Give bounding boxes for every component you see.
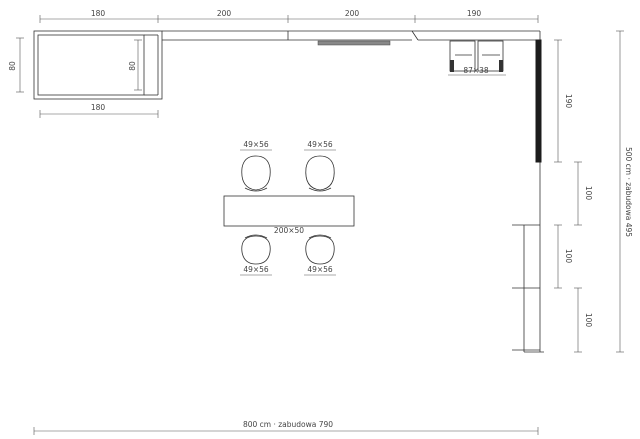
dim-chair-top-right: 49×56 bbox=[307, 140, 333, 149]
top-counter bbox=[162, 30, 540, 41]
dim-chair-bottom-left: 49×56 bbox=[243, 265, 269, 274]
sink bbox=[449, 40, 504, 72]
dim-right-lower-a: 100 bbox=[564, 249, 573, 264]
chair-bottom-left bbox=[241, 234, 271, 265]
dim-right-lower-b: 100 bbox=[584, 313, 593, 328]
cooktop bbox=[317, 40, 391, 46]
dim-total-width: 800 cm · zabudowa 790 bbox=[243, 420, 333, 429]
dim-chair-top-left: 49×56 bbox=[243, 140, 269, 149]
dim-island-depth-left: 80 bbox=[8, 61, 17, 71]
top-dimension-line bbox=[39, 15, 539, 23]
dim-right-mid: 100 bbox=[584, 186, 593, 201]
dim-top-4: 190 bbox=[467, 9, 482, 18]
dim-chair-bottom-right: 49×56 bbox=[307, 265, 333, 274]
dim-total-height: 500 cm · zabudowa 495 bbox=[624, 147, 633, 237]
dim-island-width-bottom: 180 bbox=[91, 103, 106, 112]
dim-top-1: 180 bbox=[91, 9, 106, 18]
chair-top-right bbox=[305, 155, 335, 192]
dim-top-3: 200 bbox=[345, 9, 360, 18]
right-counter bbox=[512, 31, 544, 353]
dining-table bbox=[223, 195, 355, 227]
chair-top-left bbox=[241, 155, 271, 192]
dim-sink: 87×38 bbox=[463, 66, 489, 75]
dim-table: 200×50 bbox=[274, 226, 304, 235]
dim-right-upper: 190 bbox=[564, 94, 573, 109]
dim-top-2: 200 bbox=[217, 9, 232, 18]
chair-bottom-right bbox=[305, 234, 335, 265]
dim-island-depth-inner: 80 bbox=[128, 61, 137, 71]
island-cabinet bbox=[33, 30, 163, 100]
